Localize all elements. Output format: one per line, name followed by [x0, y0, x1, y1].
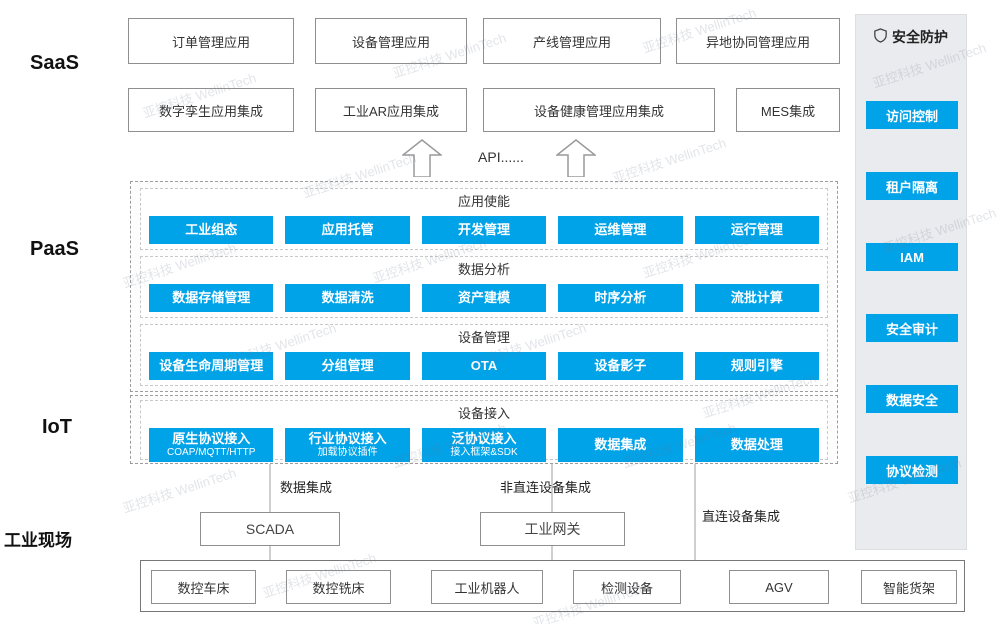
- layer-label-paas: PaaS: [30, 238, 79, 260]
- device-box: 数控车床: [151, 570, 256, 604]
- paas-capability-button: 流批计算: [694, 284, 820, 312]
- section-title: 设备接入: [457, 406, 510, 421]
- scada-node: SCADA: [200, 512, 340, 546]
- layer-label-saas: SaaS: [30, 52, 79, 74]
- saas-app-box: 异地协同管理应用: [676, 18, 840, 64]
- paas-capability-button: 时序分析: [558, 284, 683, 312]
- security-header: 安全防护: [856, 15, 966, 47]
- paas-capability-button: 开发管理: [421, 216, 547, 244]
- iot-access-button: 原生协议接入 COAP/MQTT/HTTP: [149, 428, 274, 462]
- shield-icon: [874, 28, 887, 46]
- iot-section-device-access: 设备接入 原生协议接入 COAP/MQTT/HTTP 行业协议接入 加载协议插件…: [140, 400, 828, 462]
- paas-capability-button: 规则引擎: [694, 352, 820, 380]
- iot-access-button: 行业协议接入 加载协议插件: [285, 428, 410, 462]
- paas-capability-button: 数据清洗: [285, 284, 410, 312]
- layer-label-field: 工业现场: [4, 531, 72, 550]
- paas-capability-button: 分组管理: [285, 352, 410, 380]
- device-box: 数控铣床: [286, 570, 391, 604]
- paas-capability-button: 运维管理: [558, 216, 683, 244]
- edge-label-gateway: 非直连设备集成: [500, 480, 592, 495]
- watermark: 亚控科技 WellinTech: [120, 465, 238, 516]
- edge-label-scada: 数据集成: [280, 480, 333, 495]
- saas-integration-box: 工业AR应用集成: [315, 88, 467, 132]
- iot-access-button: 数据处理: [694, 428, 820, 462]
- gateway-node: 工业网关: [480, 512, 625, 546]
- saas-app-box: 产线管理应用: [483, 18, 661, 64]
- paas-section-data-analysis: 数据分析 数据存储管理 数据清洗 资产建模 时序分析 流批计算: [140, 256, 828, 318]
- security-item: 租户隔离: [866, 172, 958, 200]
- up-arrow-icon: [554, 139, 598, 182]
- up-arrow-icon: [400, 139, 444, 182]
- section-title: 设备管理: [457, 330, 510, 345]
- device-box: 工业机器人: [431, 570, 543, 604]
- iot-access-title: 行业协议接入: [308, 431, 387, 447]
- paas-capability-button: 设备影子: [558, 352, 683, 380]
- section-title: 应用使能: [457, 194, 510, 209]
- saas-app-box: 订单管理应用: [128, 18, 294, 64]
- edge-label-direct: 直连设备集成: [702, 509, 781, 524]
- device-strip: 数控车床 数控铣床 工业机器人 检测设备 AGV 智能货架: [140, 560, 965, 612]
- paas-capability-button: 数据存储管理: [149, 284, 274, 312]
- saas-app-box: 设备管理应用: [315, 18, 467, 64]
- section-title: 数据分析: [457, 262, 510, 277]
- iot-access-subtitle: 接入框架&SDK: [450, 446, 518, 458]
- paas-capability-button: 运行管理: [694, 216, 820, 244]
- watermark: 亚控科技 WellinTech: [610, 135, 728, 186]
- iot-access-title: 数据处理: [730, 437, 783, 453]
- security-title: 安全防护: [892, 29, 948, 45]
- paas-capability-button: 应用托管: [285, 216, 410, 244]
- device-box: 智能货架: [861, 570, 957, 604]
- security-item: IAM: [866, 243, 958, 271]
- device-box: 检测设备: [573, 570, 681, 604]
- paas-capability-button: 设备生命周期管理: [149, 352, 274, 380]
- saas-integration-box: 数字孪生应用集成: [128, 88, 294, 132]
- paas-capability-button: OTA: [421, 352, 547, 380]
- saas-integration-box: MES集成: [736, 88, 840, 132]
- paas-section-app-enablement: 应用使能 工业组态 应用托管 开发管理 运维管理 运行管理: [140, 188, 828, 250]
- iot-access-subtitle: COAP/MQTT/HTTP: [167, 446, 256, 458]
- security-item: 数据安全: [866, 385, 958, 413]
- iot-access-title: 数据集成: [594, 437, 647, 453]
- iot-access-button: 泛协议接入 接入框架&SDK: [421, 428, 547, 462]
- security-item: 协议检测: [866, 456, 958, 484]
- paas-section-device-management: 设备管理 设备生命周期管理 分组管理 OTA 设备影子 规则引擎: [140, 324, 828, 386]
- security-item: 安全审计: [866, 314, 958, 342]
- paas-capability-button: 资产建模: [421, 284, 547, 312]
- layer-label-iot: IoT: [42, 416, 72, 438]
- saas-integration-box: 设备健康管理应用集成: [483, 88, 715, 132]
- security-item: 访问控制: [866, 101, 958, 129]
- device-box: AGV: [729, 570, 829, 604]
- iot-access-title: 原生协议接入: [172, 431, 251, 447]
- paas-capability-button: 工业组态: [149, 216, 274, 244]
- iot-access-button: 数据集成: [558, 428, 683, 462]
- iot-access-title: 泛协议接入: [451, 431, 517, 447]
- iot-access-subtitle: 加载协议插件: [317, 446, 378, 458]
- security-panel: 安全防护 访问控制 租户隔离 IAM 安全审计 数据安全 协议检测: [855, 14, 967, 550]
- api-label: API......: [478, 149, 524, 165]
